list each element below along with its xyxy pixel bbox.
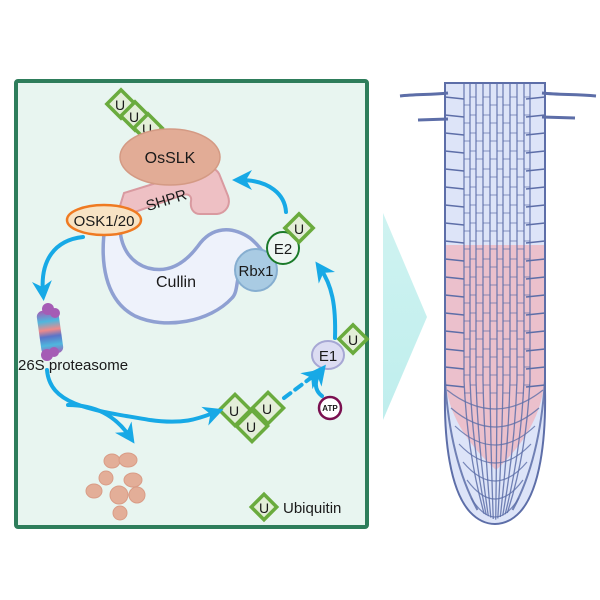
proteasome-label: 26S proteasome	[18, 357, 128, 374]
cell-wall	[444, 258, 465, 262]
atp-molecule: ATP	[317, 395, 343, 421]
cell-wall	[525, 384, 546, 388]
cell-wall	[444, 240, 465, 244]
e1-label: E1	[319, 348, 337, 365]
ubiquitin-letter: U	[142, 121, 152, 137]
cell-wall	[444, 384, 465, 388]
e1-enzyme: E1 U	[311, 322, 370, 370]
cell-wall	[525, 240, 546, 244]
osk-label: OSK1/20	[74, 213, 135, 230]
cell-wall	[444, 114, 465, 118]
ubiquitin-icon	[336, 322, 370, 356]
root-hair	[541, 115, 576, 120]
cell-wall	[525, 294, 546, 298]
root-tip-illustration	[399, 82, 597, 525]
cell-wall	[444, 186, 465, 190]
cullin-label: Cullin	[156, 274, 196, 291]
cell-wall	[444, 312, 465, 316]
e2-enzyme: E2 U	[266, 211, 316, 265]
cell-wall	[444, 96, 465, 100]
pathway-arrows	[31, 170, 338, 444]
cell-file-line	[495, 83, 498, 520]
ubiquitin-letter: U	[115, 97, 125, 113]
root-cap-layer	[458, 443, 532, 464]
cell-file-line	[499, 83, 511, 518]
osslk-protein: OsSLK	[119, 128, 221, 186]
cell-wall	[444, 294, 465, 298]
chevron-arrow-icon	[383, 213, 427, 420]
ubiquitin-letter: U	[348, 332, 358, 348]
ubiquitin-icon	[282, 211, 316, 245]
arrow-to-proteasome	[31, 235, 85, 301]
cell-file-line	[504, 83, 525, 515]
arrow-e1-to-e2	[315, 261, 338, 340]
ubiquitin-icon	[249, 389, 287, 427]
mechanism-panel: U U U SHPR OsSLK Cullin OS	[14, 79, 370, 529]
root-cap-layer	[466, 479, 524, 500]
cell-wall	[444, 204, 465, 208]
degraded-peptides	[85, 452, 146, 521]
cell-file-line	[469, 83, 487, 516]
root-cap-layer	[446, 389, 544, 410]
arrow-e2-to-substrate	[232, 170, 288, 214]
rbx1-protein: Rbx1	[234, 248, 278, 292]
cell-wall	[444, 348, 465, 352]
root-cap-layer	[454, 425, 536, 446]
e2-label: E2	[274, 241, 292, 258]
ubiquitin-letter: U	[229, 403, 239, 419]
cell-wall	[525, 150, 546, 154]
cell-wall	[525, 258, 546, 262]
atp-label: ATP	[322, 404, 338, 413]
cell-wall	[444, 150, 465, 154]
cell-wall	[525, 276, 546, 280]
osk-protein: OSK1/20	[65, 203, 143, 237]
ubiquitin-letter: U	[259, 500, 269, 516]
root-outline	[443, 82, 547, 525]
cell-file-line	[489, 83, 494, 520]
cell-wall	[525, 330, 546, 334]
cell-wall	[444, 168, 465, 172]
legend-label: Ubiquitin	[283, 500, 341, 517]
cell-file-line	[502, 83, 518, 516]
cell-wall	[525, 204, 546, 208]
cell-wall	[444, 222, 465, 226]
root-hair	[399, 91, 449, 98]
ubiquitin-letter: U	[129, 109, 139, 125]
cell-wall	[525, 96, 546, 100]
cell-wall	[525, 114, 546, 118]
ubiquitin-letter: U	[246, 419, 256, 435]
cell-wall	[525, 312, 546, 316]
root-cap-layer	[462, 461, 528, 482]
cell-wall	[444, 366, 465, 370]
rbx1-label: Rbx1	[238, 263, 273, 280]
ubiquitin-legend-icon	[248, 491, 280, 523]
cell-wall	[444, 330, 465, 334]
cell-wall	[525, 186, 546, 190]
root-cap-layer	[450, 407, 540, 428]
osslk-label: OsSLK	[145, 150, 196, 167]
ubiquitin-letter: U	[294, 221, 304, 237]
root-hair	[417, 117, 449, 122]
cell-wall	[525, 366, 546, 370]
proteasome-complex: 26S proteasome	[18, 303, 128, 374]
cell-wall	[525, 222, 546, 226]
ubiquitin-letter: U	[262, 401, 272, 417]
arrow-to-ubiquitin-recycle	[45, 368, 224, 426]
cell-wall	[525, 132, 546, 136]
cell-wall	[525, 168, 546, 172]
legend: U Ubiquitin	[248, 491, 341, 523]
cell-file-line	[463, 83, 485, 514]
ubiquitin-icon	[233, 407, 271, 445]
polyubiquitin-chain-free: U U U	[216, 389, 287, 445]
cell-wall	[444, 132, 465, 136]
arrow-to-degradation	[66, 403, 135, 444]
cell-wall	[525, 348, 546, 352]
root-hair	[541, 91, 597, 98]
arrow-atp	[305, 364, 326, 398]
cell-wall	[444, 276, 465, 280]
root-cap-layer	[470, 497, 520, 518]
